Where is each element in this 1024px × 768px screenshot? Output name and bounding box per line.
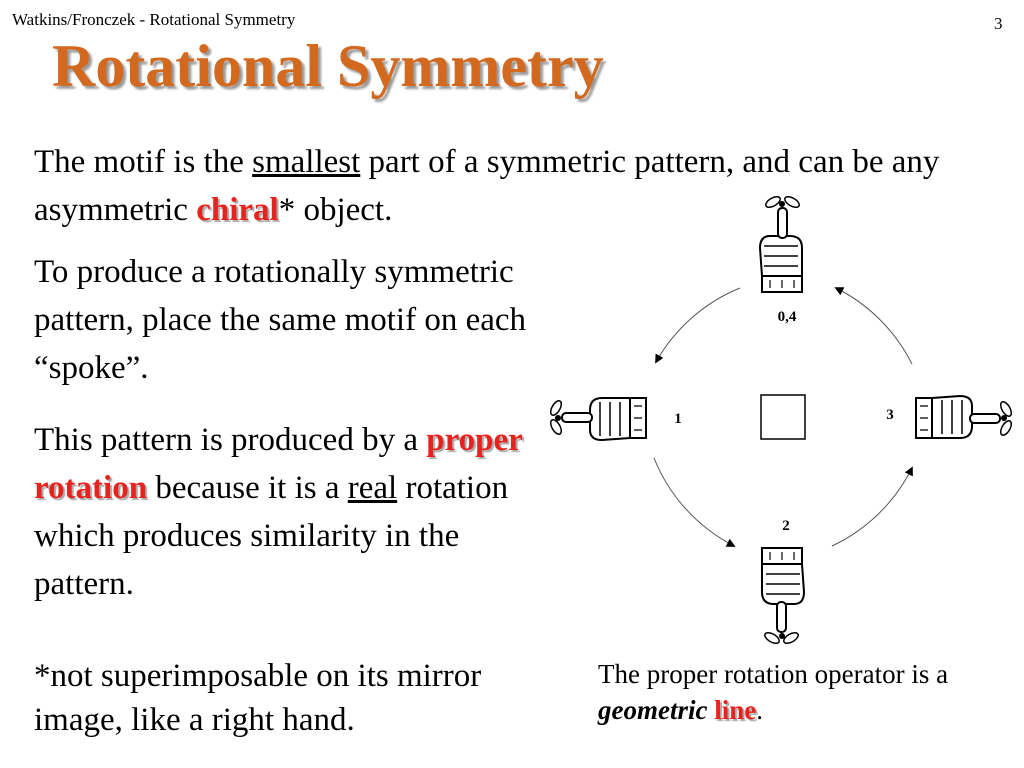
pointing-hand-icon bbox=[761, 547, 805, 647]
line-term: line bbox=[714, 695, 757, 725]
rotation-arrow bbox=[655, 287, 741, 364]
rotation-arrow bbox=[653, 457, 736, 547]
page-number: 3 bbox=[994, 14, 1003, 33]
rotation-axis-square-icon bbox=[760, 394, 806, 440]
header-text: Watkins/Fronczek - Rotational Symmetry bbox=[12, 10, 296, 29]
rotation-arrow bbox=[831, 466, 913, 547]
position-label-left: 1 bbox=[674, 411, 682, 427]
rotation-arrow bbox=[834, 287, 913, 365]
smallest-text: smallest bbox=[252, 144, 361, 180]
position-label-right: 3 bbox=[886, 407, 894, 423]
rotation-diagram: 0,4 1 2 3 bbox=[550, 193, 1015, 647]
position-label-top: 0,4 bbox=[778, 309, 797, 325]
paragraph-motif: The motif is the smallest part of a symm… bbox=[34, 144, 940, 228]
slide-title: Rotational Symmetry bbox=[52, 33, 604, 99]
proper-rotation-term: proper rotation bbox=[34, 422, 523, 506]
paragraph-proper-rotation: This pattern is produced by a proper rot… bbox=[34, 422, 523, 602]
position-label-bottom: 2 bbox=[782, 518, 790, 534]
paragraph-spoke: To produce a rotationally symmetric patt… bbox=[34, 254, 527, 386]
pointing-hand-icon bbox=[915, 395, 1015, 439]
diagram-caption: The proper rotation operator is a geomet… bbox=[598, 659, 949, 725]
real-text: real bbox=[347, 470, 398, 506]
footnote: *not superimposable on its mirror image,… bbox=[34, 658, 482, 738]
chiral-term: chiral bbox=[196, 192, 279, 228]
pointing-hand-icon bbox=[759, 193, 803, 293]
pointing-hand-icon bbox=[550, 397, 647, 441]
